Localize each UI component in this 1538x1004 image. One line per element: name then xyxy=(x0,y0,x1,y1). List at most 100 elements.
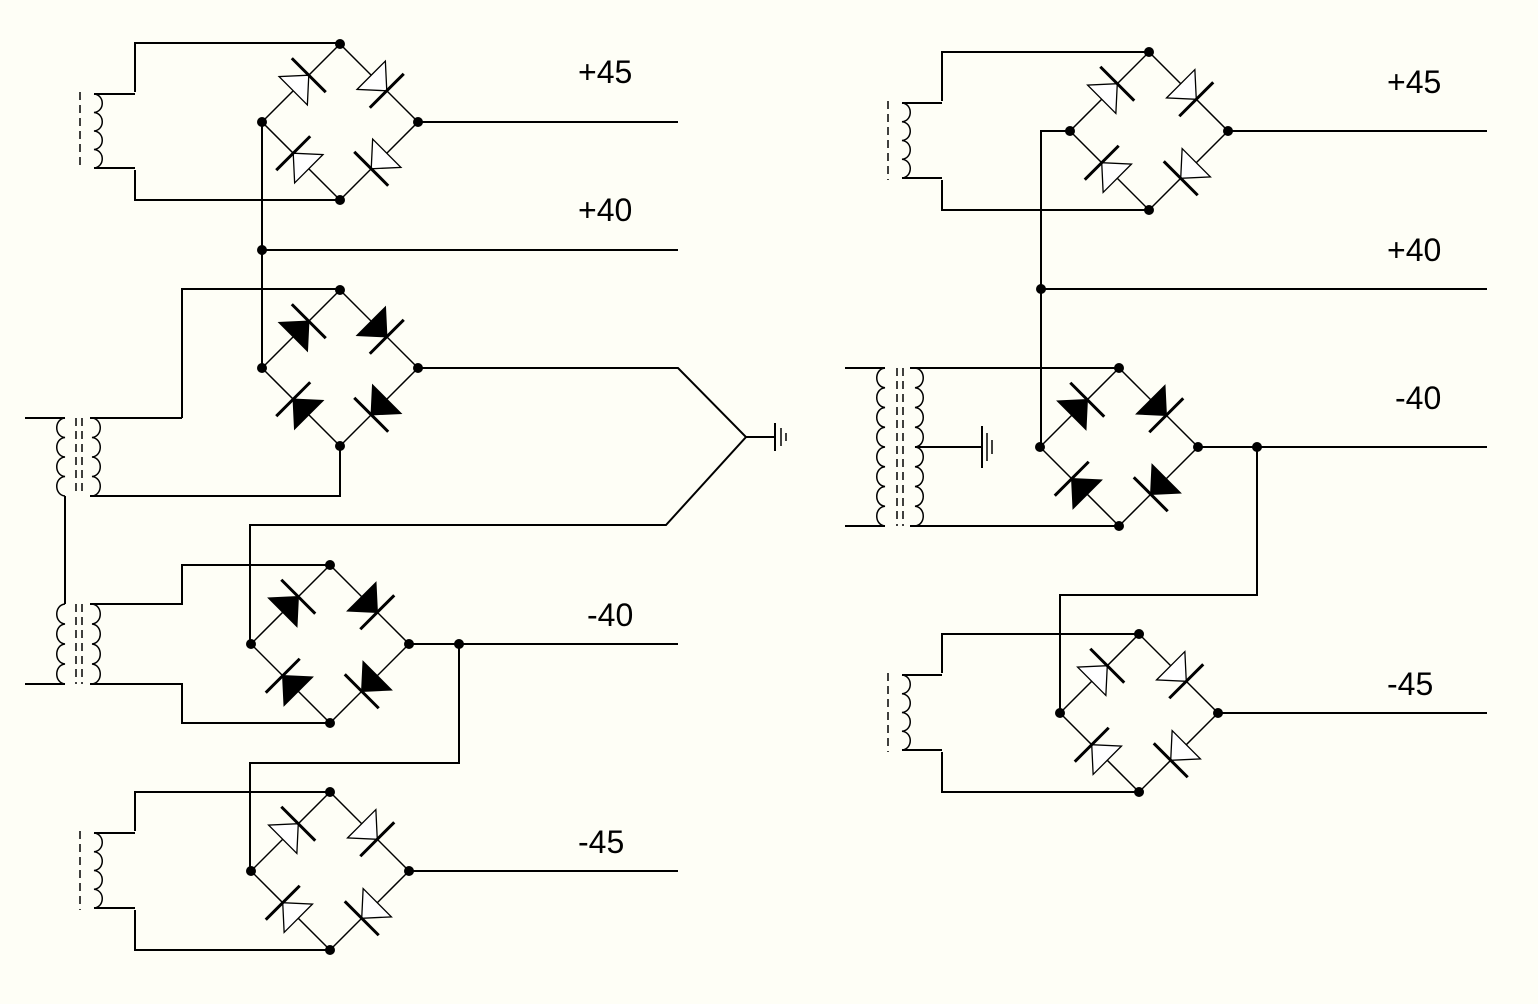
right-bridge-main xyxy=(1035,363,1203,531)
left-wire xyxy=(249,644,460,871)
diode-cathode-bar xyxy=(1099,65,1136,102)
right-wire xyxy=(941,752,1139,793)
coil-winding xyxy=(91,603,101,685)
left-wire xyxy=(249,367,748,644)
diode-body xyxy=(1086,83,1118,115)
right-transformer-bottom xyxy=(887,673,942,752)
diode-body xyxy=(370,137,403,170)
junction-dot xyxy=(1035,442,1045,452)
right-circuit: +45 +40 -40 -45 xyxy=(845,47,1487,797)
diode-body xyxy=(1135,384,1167,416)
left-main-transformer xyxy=(56,417,101,685)
diode-cathode-bar xyxy=(290,303,327,340)
coil-winding xyxy=(93,832,103,909)
diode-cathode-bar xyxy=(368,318,405,355)
diode-cathode-bar xyxy=(1053,460,1090,497)
diode-cathode-bar xyxy=(368,72,405,109)
coil-winding xyxy=(93,93,103,169)
right-wire xyxy=(941,633,1139,673)
diode-body xyxy=(1170,729,1202,761)
diode-body xyxy=(267,823,299,855)
junction-dot xyxy=(1055,708,1065,718)
coil-winding xyxy=(876,367,886,527)
diode-body xyxy=(361,887,393,919)
coil-winding xyxy=(901,102,911,179)
diode-cathode-bar xyxy=(359,594,396,631)
left-label-plus40: +40 xyxy=(578,192,632,228)
diode-cathode-bar xyxy=(264,657,301,694)
junction-dot xyxy=(335,441,345,451)
diode-cathode-bar xyxy=(1148,397,1185,434)
junction-dot xyxy=(246,639,256,649)
right-wire xyxy=(941,51,1149,101)
diode-body xyxy=(1101,162,1133,194)
right-wire xyxy=(941,180,1149,211)
left-wire xyxy=(134,42,340,92)
diode-body xyxy=(1056,399,1088,431)
left-wire xyxy=(134,170,340,201)
right-main-transformer xyxy=(876,367,924,527)
right-label-plus45: +45 xyxy=(1387,64,1441,100)
left-ground-icon xyxy=(774,423,787,451)
diode-cathode-bar xyxy=(280,578,317,615)
diode-cathode-bar xyxy=(280,805,317,842)
diode-cathode-bar xyxy=(1083,144,1120,181)
diode-body xyxy=(355,305,388,338)
right-label-minus45: -45 xyxy=(1387,666,1433,702)
left-label-minus40: -40 xyxy=(587,597,633,633)
coil-winding xyxy=(914,367,924,527)
junction-dot xyxy=(454,639,464,649)
diode-body xyxy=(277,320,310,353)
diode-cathode-bar xyxy=(275,381,312,418)
left-wire xyxy=(134,791,330,831)
junction-dot xyxy=(1036,284,1046,294)
diode-body xyxy=(361,660,393,692)
diode-cathode-bar xyxy=(1152,742,1189,779)
diode-cathode-bar xyxy=(1168,663,1205,700)
diode-body xyxy=(355,59,388,92)
junction-dot xyxy=(413,363,423,373)
diode-body xyxy=(1155,650,1187,682)
right-bridge-bottom xyxy=(1055,629,1223,797)
diode-cathode-bar xyxy=(1089,647,1126,684)
diode-cathode-bar xyxy=(343,673,380,710)
junction-dot xyxy=(257,245,267,255)
left-label-plus45: +45 xyxy=(578,54,632,90)
diode-cathode-bar xyxy=(275,135,312,172)
left-bridge-upper-main xyxy=(257,285,423,451)
diode-body xyxy=(1071,478,1103,510)
left-wire xyxy=(90,447,341,497)
diode-body xyxy=(1180,147,1212,179)
junction-dot xyxy=(413,117,423,127)
left-label-minus45: -45 xyxy=(578,824,624,860)
diode-body xyxy=(277,74,310,107)
diode-body xyxy=(282,902,314,934)
diode-cathode-bar xyxy=(359,821,396,858)
coil-winding xyxy=(56,603,66,685)
left-bridge-bottom xyxy=(246,787,414,955)
right-wire xyxy=(1040,130,1070,447)
diode-cathode-bar xyxy=(264,884,301,921)
coil-winding xyxy=(91,417,101,497)
right-label-minus40: -40 xyxy=(1395,380,1441,416)
diode-body xyxy=(292,398,325,431)
right-wire xyxy=(1059,447,1258,713)
diode-body xyxy=(346,808,378,840)
diode-cathode-bar xyxy=(1132,476,1169,513)
coil-winding xyxy=(56,417,66,497)
diode-cathode-bar xyxy=(1178,81,1215,118)
diode-body xyxy=(282,675,314,707)
diode-body xyxy=(1076,665,1108,697)
left-wire xyxy=(90,564,330,605)
junction-dot xyxy=(246,866,256,876)
diode-cathode-bar xyxy=(1162,160,1199,197)
left-bridge-top xyxy=(257,39,423,205)
right-ground-icon xyxy=(981,426,993,468)
diode-body xyxy=(292,152,325,185)
right-label-plus40: +40 xyxy=(1387,232,1441,268)
diode-body xyxy=(370,383,403,416)
left-wire xyxy=(181,288,340,418)
diode-body xyxy=(1091,744,1123,776)
right-bridge-top xyxy=(1065,47,1233,215)
diode-cathode-bar xyxy=(1069,381,1106,418)
